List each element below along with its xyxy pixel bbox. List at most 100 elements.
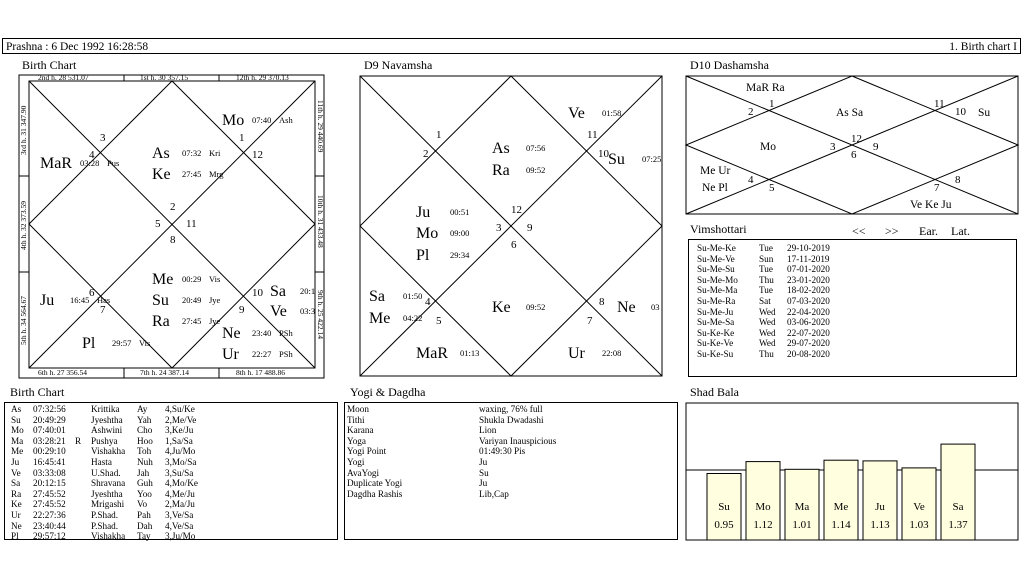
sign-number: 9 (873, 141, 879, 153)
planet-degree: 20:49 (182, 295, 201, 305)
planet-degree: 27:45 (182, 316, 201, 326)
planet-degree: 04:22 (403, 313, 422, 323)
sign-number: 12 (511, 204, 522, 216)
table-cell: 01:49:30 Pis (479, 446, 526, 457)
table-cell: 20-08-2020 (787, 348, 830, 359)
earlier-button[interactable]: Ear. (919, 224, 938, 238)
table-cell: Hasta (91, 456, 112, 467)
table-cell: Sun (759, 253, 774, 264)
table-cell: Vishakha (91, 446, 126, 457)
table-cell: Su-Ke-Ve (697, 338, 734, 349)
table-cell: Shukla Dwadashi (479, 414, 544, 425)
table-cell: 3,Su/Sa (165, 467, 194, 478)
planet-label: Ne (617, 299, 636, 316)
planet-degree: 23:40 (252, 328, 271, 338)
planet-label: Pl (82, 335, 96, 352)
planet-degree: 01:58 (602, 108, 621, 118)
planet-degree: 07:40 (252, 115, 271, 125)
planet-degree: 22:27 (252, 349, 271, 359)
planet-degree: 03:3 (300, 306, 315, 316)
vimshottari-list[interactable] (688, 239, 1017, 377)
table-cell: Yogi Point (347, 446, 387, 457)
table-cell: 17-11-2019 (787, 253, 830, 264)
planet-degree: 09:00 (450, 228, 469, 238)
planet-nakshatra: Jye (209, 295, 221, 305)
shad-bala-bar (901, 467, 937, 541)
table-cell: 23:40:44 (33, 520, 66, 531)
planet-degree: 09:52 (526, 165, 545, 175)
table-cell: Ju (11, 456, 20, 467)
table-cell: 2,Ma/Ju (165, 499, 195, 510)
planet-label: Ju (40, 292, 54, 309)
next-button[interactable]: >> (885, 224, 899, 238)
table-cell: Su-Me-Su (697, 264, 735, 275)
planet-degree: 20:1 (300, 286, 315, 296)
table-cell: 22-07-2020 (787, 327, 830, 338)
planet-label: As (152, 145, 170, 162)
sign-number: 9 (527, 222, 533, 234)
planet-degree: 29:34 (450, 250, 470, 260)
table-cell: Su-Me-Ke (697, 243, 736, 253)
table-cell: 07-03-2020 (787, 295, 830, 306)
planet-nakshatra: PSh (279, 349, 293, 359)
table-cell: Guh (137, 478, 153, 489)
table-cell: Su-Me-Ma (697, 285, 738, 296)
table-cell: Hoo (137, 435, 153, 446)
chart-selector[interactable]: 1. Birth chart I (949, 41, 1017, 53)
table-cell: Tue (759, 285, 773, 296)
planet-label: Me (152, 271, 173, 288)
sign-number: 7 (587, 315, 593, 327)
table-cell: Ur (11, 509, 21, 520)
table-cell: 03:33:08 (33, 467, 66, 478)
table-cell: Su-Ke-Ke (697, 327, 735, 338)
table-cell: 20:49:29 (33, 414, 66, 425)
table-cell: Dagdha Rashis (347, 488, 403, 499)
table-cell: Ju (479, 478, 488, 489)
table-cell: Toh (137, 446, 152, 457)
table-cell: Ashwini (91, 425, 123, 436)
planet-nakshatra: Mrg (209, 169, 224, 179)
planet-nakshatra: Kri (209, 148, 221, 158)
planet-degree: 03 (651, 302, 660, 312)
birth-table-title: Birth Chart (10, 385, 65, 399)
table-cell: Vishakha (91, 531, 126, 542)
table-cell: Jah (137, 467, 150, 478)
planet-degree: 01:50 (403, 291, 422, 301)
table-cell: 4,Mo/Ke (165, 478, 198, 489)
table-cell: Pah (137, 509, 151, 520)
table-cell: Su-Me-Ju (697, 306, 734, 317)
prev-button[interactable]: << (852, 224, 866, 238)
planet-label: MaR (416, 345, 448, 362)
shad-bala-planet: Me (834, 501, 849, 513)
table-cell: Wed (759, 338, 776, 349)
planet-nakshatra: Vis (139, 338, 150, 348)
yogi-title: Yogi & Dagdha (350, 385, 426, 399)
table-cell: 4,Me/Ju (165, 488, 195, 499)
planet-label: Ke (492, 299, 511, 316)
planet-label: Ra (492, 162, 510, 179)
table-cell: Cho (137, 425, 153, 436)
table-cell: R (75, 435, 82, 446)
sign-number: 5 (769, 182, 775, 194)
shad-bala-bar (823, 459, 859, 541)
house-strength-label: 9th h. 25 422.14 (316, 290, 325, 339)
house-strength-label: 3rd h. 31 347.90 (19, 105, 28, 155)
sign-number: 11 (587, 129, 598, 141)
table-cell: Ne (11, 520, 22, 531)
shad-bala-planet: Ve (913, 501, 925, 513)
table-cell: 03-06-2020 (787, 317, 830, 328)
planet-group-label: Ve Ke Ju (910, 199, 952, 211)
planet-label: Ne (222, 325, 241, 342)
table-cell: Yoo (137, 488, 152, 499)
table-cell: 22-04-2020 (787, 306, 830, 317)
table-cell: Pushya (91, 435, 118, 446)
sign-number: 6 (851, 149, 857, 161)
sign-number: 8 (170, 234, 176, 246)
later-button[interactable]: Lat. (951, 224, 970, 238)
sign-number: 10 (955, 106, 967, 118)
d10-title: D10 Dashamsha (690, 58, 769, 72)
